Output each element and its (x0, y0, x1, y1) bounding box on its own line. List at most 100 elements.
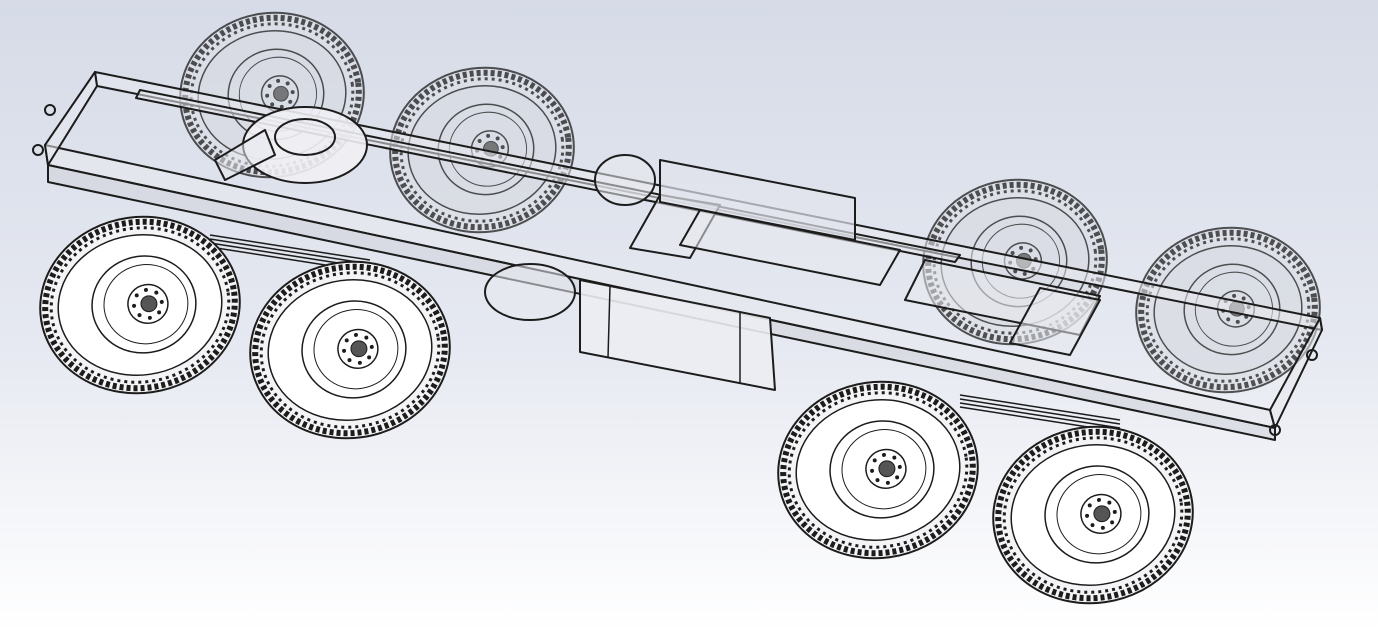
lug-nut (1013, 269, 1018, 274)
lug-nut (270, 102, 275, 107)
rim (829, 420, 935, 519)
lug-nut (353, 332, 358, 337)
lug-nut (500, 145, 505, 150)
fifth-wheel-mount (214, 129, 276, 181)
lug-nut (1100, 525, 1105, 530)
tow-hook (32, 144, 44, 156)
lug-nut (1110, 520, 1115, 525)
lug-nut (276, 78, 281, 83)
lug-nut (870, 468, 875, 473)
tank-strap (607, 285, 611, 359)
rear-crossmember (1269, 317, 1323, 429)
lug-nut (1226, 317, 1231, 322)
tire-tread-inner (1145, 237, 1311, 383)
lug-nut (1107, 500, 1112, 505)
lug-nut (288, 99, 293, 104)
hub (865, 448, 907, 490)
lug-nut (143, 287, 148, 292)
lug-nut (1022, 271, 1027, 276)
rim (91, 255, 197, 354)
tow-hook (44, 104, 56, 116)
chassis-frame (32, 71, 1323, 441)
tire-tread-inner (259, 271, 441, 429)
rim-inner (1194, 271, 1274, 347)
lug-nut (147, 315, 152, 320)
tow-hook (1306, 349, 1318, 361)
tire-tread (252, 263, 448, 437)
hub-cap (273, 85, 289, 102)
tire-tread (392, 69, 572, 231)
tire-tread-inner (787, 391, 969, 549)
hub-cap (878, 460, 896, 478)
lug-nut (1087, 503, 1092, 508)
lug-nut (1019, 245, 1024, 250)
wheel (39, 215, 241, 395)
tire-tread (1138, 229, 1318, 391)
rim (1044, 465, 1150, 564)
lug-nut (1028, 248, 1033, 253)
lug-nut (154, 290, 159, 295)
lug-nut (895, 475, 900, 480)
lug-nut (892, 455, 897, 460)
rim (301, 300, 407, 399)
lug-nut (137, 313, 142, 318)
rim (1183, 263, 1281, 356)
lug-nut (477, 138, 482, 143)
lug-nut (897, 464, 902, 469)
lug-nut (157, 310, 162, 315)
lug-nut (267, 83, 272, 88)
rear-crossmember-2 (1009, 287, 1101, 356)
wheel (777, 380, 979, 560)
tow-hook (1269, 424, 1281, 436)
leaf-spring (959, 402, 1121, 429)
leaf-spring (959, 398, 1121, 425)
lug-nut (1010, 250, 1015, 255)
leaf-spring (209, 234, 371, 261)
lug-nut (495, 136, 500, 141)
fuel-tank-near (579, 279, 776, 391)
lug-nut (875, 478, 880, 483)
hub-cap (350, 340, 368, 358)
lug-nut (1235, 319, 1240, 324)
lug-nut (1090, 523, 1095, 528)
tire-tread-inner (49, 226, 231, 384)
wheel (249, 260, 451, 440)
lug-nut (285, 81, 290, 86)
lug-nut (1112, 509, 1117, 514)
lug-nut (159, 299, 164, 304)
lug-nut (1096, 497, 1101, 502)
lug-nut (342, 348, 347, 353)
lug-nut (486, 133, 491, 138)
lug-nut (872, 458, 877, 463)
rim-inner (103, 264, 189, 345)
rim-inner (841, 429, 927, 510)
fifth-wheel-center (274, 118, 336, 156)
lug-nut (369, 344, 374, 349)
lug-nut (364, 335, 369, 340)
hub (127, 283, 169, 325)
tire-tread (995, 428, 1191, 602)
lug-nut (367, 355, 372, 360)
tire-tread-inner (399, 77, 565, 223)
tire-tread (42, 218, 238, 392)
lug-nut (347, 358, 352, 363)
lug-nut (1241, 296, 1246, 301)
air-tank (484, 263, 576, 321)
wheel (992, 425, 1194, 605)
hub-cap (140, 295, 158, 313)
hub (337, 328, 379, 370)
lug-nut (357, 360, 362, 365)
hub (1080, 493, 1122, 535)
fuel-tank-far (659, 159, 856, 241)
rim-inner (1056, 474, 1142, 555)
front-crossmember (44, 71, 98, 166)
lug-nut (265, 93, 270, 98)
lug-nut (132, 303, 137, 308)
near-side-wheels (39, 215, 1194, 605)
lug-nut (1232, 293, 1237, 298)
leaf-spring (209, 238, 371, 265)
lug-nut (885, 480, 890, 485)
lug-nut (344, 338, 349, 343)
